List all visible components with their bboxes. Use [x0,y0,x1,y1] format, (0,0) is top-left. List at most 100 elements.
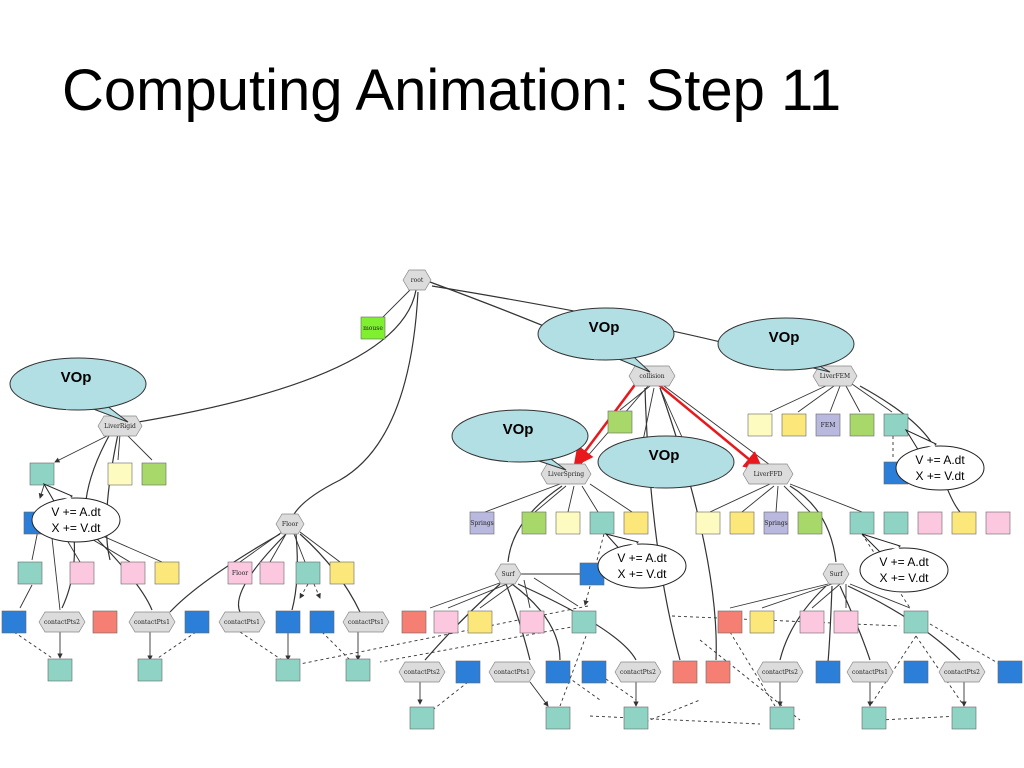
mouse-node: mouse [360,316,386,340]
state-node [589,511,615,535]
graph-edge [589,715,761,725]
fem-node: FEM [815,413,841,437]
state-node [672,660,698,684]
state-node [581,660,607,684]
state-node [717,610,743,634]
update-line-2: X += V.dt [618,567,668,581]
update-line-2: X += V.dt [880,571,930,585]
state-node [309,610,335,634]
state-node [275,610,301,634]
graph-edge [321,631,351,661]
graph-edge [671,615,901,627]
state-node [467,610,493,634]
contact-pts2-node: contactPts2 [398,661,446,683]
graph-edge [534,485,567,513]
graph-edges [13,281,1011,725]
collision-node: collision [628,365,676,387]
contact-pts2-node: contactPts2 [756,661,804,683]
graph-edge [559,635,587,707]
graph-edge [879,715,961,721]
contact-pts1-node: contactPts1 [128,611,176,633]
floor-box-node-label: Floor [232,570,248,577]
graph-edge [789,483,863,513]
state-node [985,511,1011,535]
state-node [555,511,581,535]
liver-rigid-node-label: LiverRigid [104,423,136,430]
state-node [797,511,823,535]
contact-pts2-node-label: contactPts2 [944,669,980,676]
graph-edge [19,584,33,609]
graph-edge [827,585,833,663]
floor-node: Floor [275,513,305,535]
state-node [883,413,909,437]
graph-edge [299,531,341,563]
vop-label: VOp [649,447,680,464]
state-node [69,561,95,585]
state-node [107,462,133,486]
graph-edge [154,631,197,661]
graph-edge [505,583,531,661]
graph-edge [484,483,561,513]
state-node [259,561,285,585]
graph-edge [291,291,419,519]
graph-edge [517,583,637,661]
graph-edge [659,387,717,661]
vop-callout-liver-spring: VOp [451,409,589,471]
update-callout-liver-ffd: V += A.dtX += V.dt [859,533,949,593]
state-node [275,658,301,682]
graph-edge [169,533,281,613]
contact-pts2-node: contactPts2 [614,661,662,683]
update-line-1: V += A.dt [51,505,101,519]
liver-ffd-node-label: LiverFFD [754,471,783,478]
surf-node-left: Surf [494,563,522,585]
graph-edge [529,681,549,707]
graph-edge [85,433,111,501]
state-node [781,413,807,437]
update-line-1: V += A.dt [617,551,667,565]
collision-node-label: collision [639,373,664,380]
graph-edge [567,485,575,513]
springs-node: Springs [469,511,495,535]
state-node [519,610,545,634]
state-node [433,610,459,634]
state-node [329,561,355,585]
surf-node-left-label: Surf [501,571,515,578]
state-node [295,561,321,585]
vop-callout-liver-ffd: VOp [597,435,735,489]
liver-ffd-node: LiverFFD [742,463,794,485]
state-node [833,610,859,634]
state-node [545,706,571,730]
graph-edge [741,485,775,513]
graph-edge [533,577,579,607]
state-node [607,410,633,434]
state-node [815,660,841,684]
graph-edge [377,287,413,323]
liver-spring-node: LiverSpring [540,463,592,485]
state-node [997,660,1023,684]
state-node [409,706,435,730]
graph-edge [447,581,513,609]
state-node [861,706,887,730]
state-node [571,610,597,634]
state-node [154,561,180,585]
graph-edge [429,681,469,713]
graph-edge [105,433,119,561]
update-line-1: V += A.dt [915,453,965,467]
fem-node-label: FEM [821,422,836,429]
graph-edge [769,383,831,413]
contact-pts1-node: contactPts1 [218,611,266,633]
contact-pts1-node-label: contactPts1 [348,619,384,626]
graph-edge [779,585,827,661]
graph-edge [709,483,771,513]
graph-edge [117,433,121,461]
state-node [799,610,825,634]
state-node [849,413,875,437]
graph-edge [869,635,917,707]
update-line-2: X += V.dt [52,521,102,535]
state-node [120,561,146,585]
floor-node-label: Floor [282,521,298,528]
update-line-2: X += V.dt [916,469,966,483]
graph-edge [775,485,779,513]
graph-edge [313,583,321,599]
